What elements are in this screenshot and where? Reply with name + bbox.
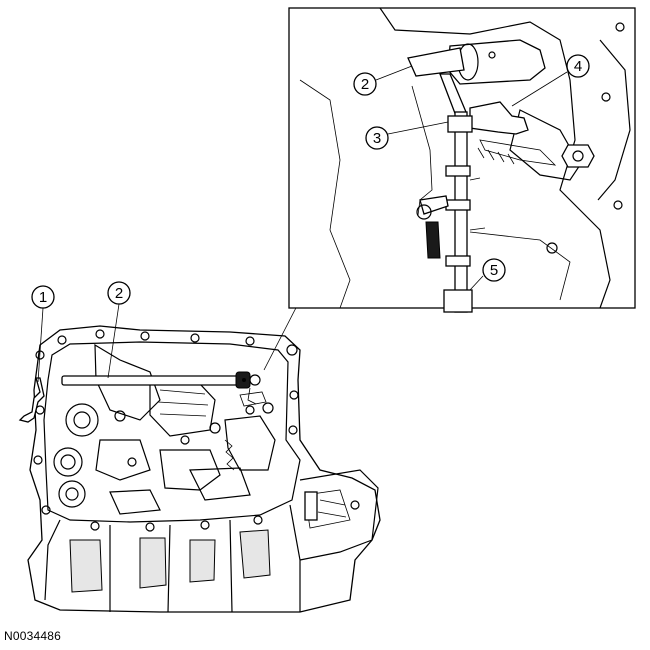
callout-5: 5	[469, 258, 506, 291]
callout-2-main: 2	[107, 281, 131, 379]
svg-text:1: 1	[39, 289, 47, 306]
valve-body-internals	[53, 343, 276, 515]
alignment-tool	[61, 371, 261, 405]
detail-inset	[288, 7, 636, 313]
svg-text:3: 3	[373, 130, 381, 147]
callout-4: 4	[511, 54, 590, 107]
flange-bolt-holes	[33, 329, 360, 532]
svg-text:5: 5	[490, 262, 498, 279]
callout-1: 1	[31, 285, 55, 383]
inset-tool-column	[443, 111, 473, 313]
callout-3: 3	[365, 121, 449, 150]
svg-text:2: 2	[361, 76, 369, 93]
manual-lever	[18, 377, 45, 423]
transmission-case	[18, 325, 381, 613]
svg-text:4: 4	[574, 58, 582, 75]
svg-text:2: 2	[115, 285, 123, 302]
figure-code: N0034486	[4, 629, 61, 643]
callout-2-inset: 2	[353, 65, 413, 96]
inset-leader-line	[263, 299, 301, 371]
